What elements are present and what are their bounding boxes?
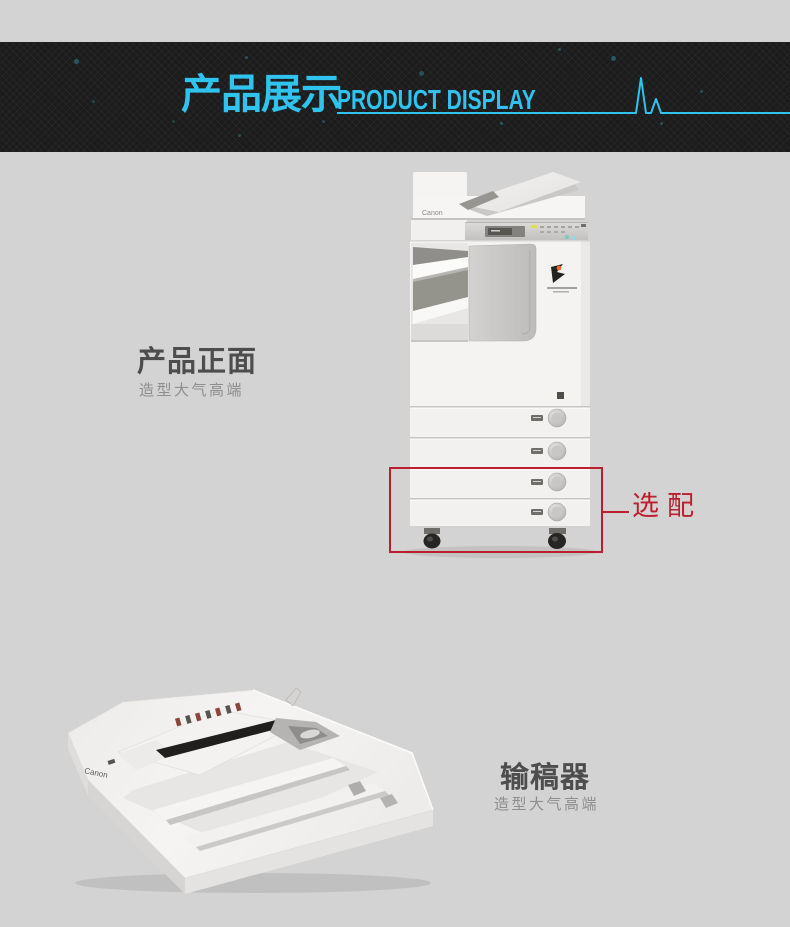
brand-logo-text: Canon	[422, 210, 443, 217]
annotation-label: 选配	[632, 491, 702, 521]
feeder-side-faces	[68, 733, 433, 894]
copier-front-photo: Canon	[403, 172, 597, 558]
optional-highlight-box	[389, 467, 603, 553]
drawer-knob	[531, 502, 567, 522]
copier-adf: Canon	[411, 172, 585, 220]
drawer-knob	[531, 441, 567, 461]
feeder-output-trays	[123, 742, 398, 851]
front-view-subheading: 造型大气高端	[139, 382, 245, 399]
feeder-heading: 输稿器	[500, 762, 591, 794]
section-header-banner	[0, 42, 790, 152]
front-view-heading: 产品正面	[137, 346, 258, 378]
annotation-connector-line	[601, 511, 629, 513]
copier-casters	[423, 528, 566, 549]
copier-output-trays	[411, 243, 468, 342]
copier-model-label	[557, 392, 564, 399]
feeder-ground-shadow	[75, 873, 431, 893]
document-feeder-photo: Canon	[67, 687, 434, 894]
page-title-en: PRODUCT DISPLAY	[337, 84, 536, 115]
feeder-subheading: 造型大气高端	[494, 796, 600, 813]
feeder-roller-mechanism	[270, 687, 340, 750]
page-title: 产品展示	[181, 71, 342, 117]
copier-control-panel	[411, 220, 588, 240]
feeder-input-tray	[107, 709, 299, 776]
copier-emblem-icon	[547, 264, 577, 293]
heartbeat-line-icon	[337, 77, 790, 114]
drawer-knob	[531, 408, 567, 428]
copier-body	[410, 240, 590, 406]
drawer-knob	[531, 472, 567, 492]
feeder-label-row	[174, 702, 242, 727]
copier-front-door	[468, 243, 537, 342]
decorative-dots	[0, 42, 3, 45]
